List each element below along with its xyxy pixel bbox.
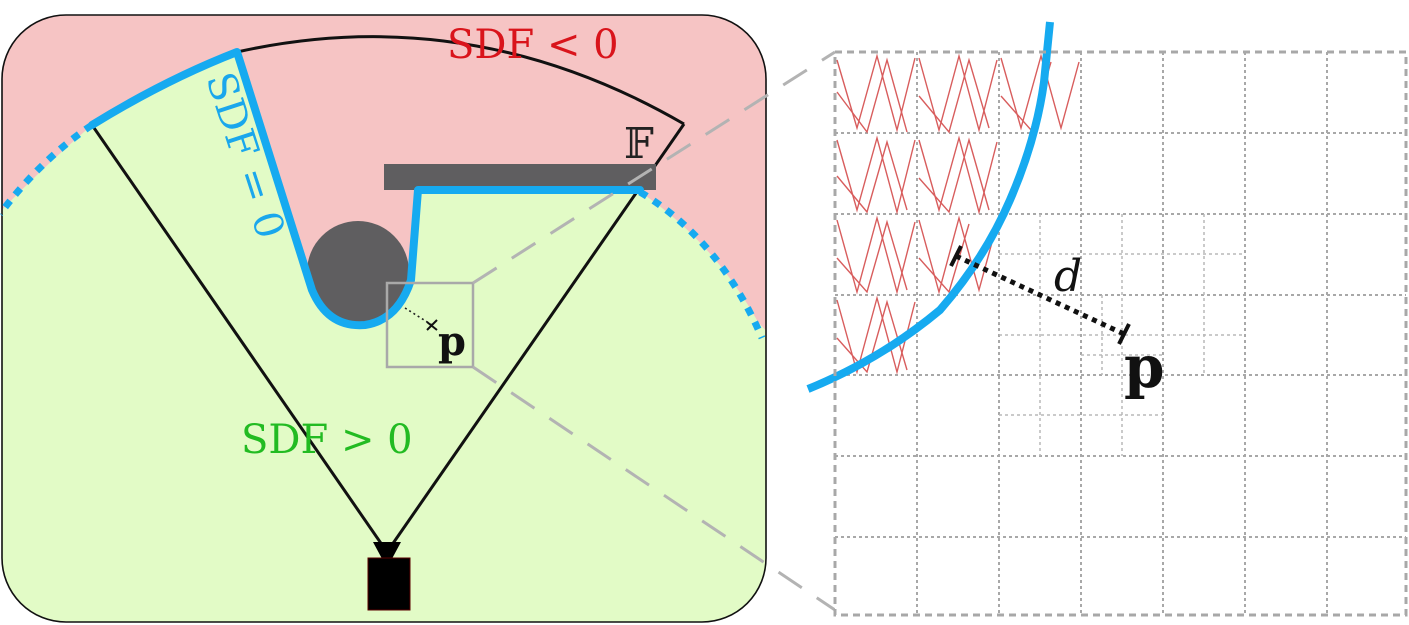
point-marker-small bbox=[426, 319, 438, 331]
camera-arrowhead bbox=[373, 542, 401, 568]
zoom-panel-border bbox=[833, 50, 1408, 617]
bar-obstacle bbox=[384, 164, 656, 190]
label-point-large: p bbox=[1124, 333, 1165, 401]
camera bbox=[367, 557, 411, 611]
coarse-grid bbox=[835, 52, 1406, 615]
distance-tick-end bbox=[1117, 323, 1131, 345]
zoom-surface-curve bbox=[806, 21, 1054, 393]
zoom-connector-bottom bbox=[472, 365, 836, 612]
label-sdf-negative: SDF < 0 bbox=[447, 22, 619, 68]
frustum-right-edge bbox=[385, 123, 686, 553]
left-panel: SDF < 0 𝔽 SDF = 0 SDF > 0 p bbox=[0, 14, 767, 623]
right-panel: d p bbox=[806, 21, 1408, 617]
sdf-zero-surface bbox=[88, 48, 644, 330]
label-point-small: p bbox=[438, 318, 466, 365]
label-frustum: 𝔽 bbox=[624, 119, 654, 168]
distance-line bbox=[954, 253, 1126, 337]
zoom-box bbox=[385, 281, 475, 369]
label-distance: d bbox=[1054, 251, 1082, 302]
panel-border bbox=[1, 14, 767, 623]
frustum-arc bbox=[236, 35, 685, 126]
label-sdf-positive: SDF > 0 bbox=[241, 417, 413, 463]
surface-outside-left bbox=[0, 122, 94, 217]
distance-tick-start bbox=[949, 245, 963, 267]
zoom-connector-top bbox=[472, 50, 836, 285]
frustum-left-edge bbox=[90, 124, 389, 553]
circle-obstacle bbox=[307, 221, 409, 323]
surface-outside-right bbox=[638, 188, 766, 340]
